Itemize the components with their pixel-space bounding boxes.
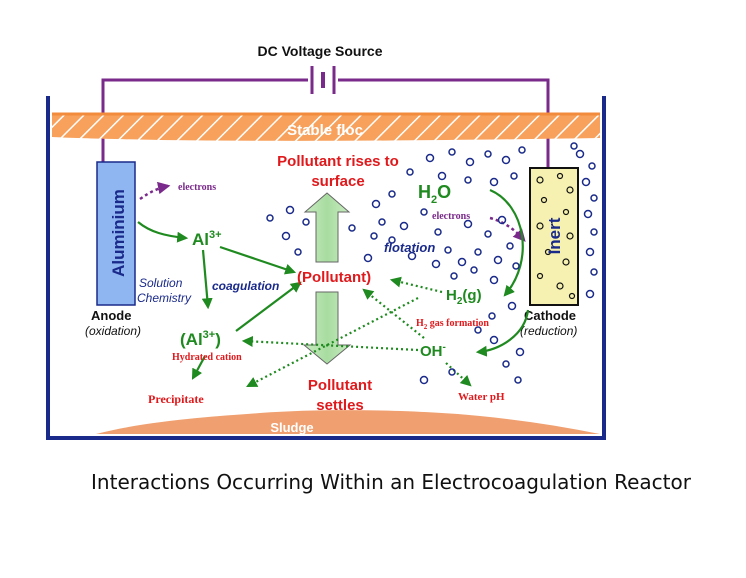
rise-arrow (303, 192, 351, 263)
gas-bubbles (266, 142, 598, 385)
solution-chemistry-label-line2: Chemistry (137, 291, 192, 305)
h2-gas-formation-label: H2 gas formation (416, 318, 489, 331)
coagulation-label: coagulation (212, 279, 279, 293)
anode-label: Anode (91, 308, 131, 323)
hydroxide-label: OH- (420, 342, 446, 360)
settles-label-line2: settles (316, 397, 364, 414)
cathode-electrode (529, 167, 579, 306)
anode-electrons-label: electrons (178, 182, 216, 193)
h2-gas-label: H2(g) (446, 287, 482, 307)
stable-floc-layer (52, 114, 600, 141)
anode-electrons-arrow (139, 181, 171, 201)
anode-role: (oxidation) (85, 324, 141, 338)
precipitate-label: Precipitate (148, 392, 204, 406)
cathode-electrode-label: Inert (545, 217, 564, 254)
solution-chemistry-label-line1: Solution (139, 276, 183, 290)
figure-caption: Interactions Occurring Within an Electro… (91, 470, 691, 494)
hydrated-al3-label: (Al3+) (180, 329, 221, 349)
flotation-label: flotation (384, 240, 435, 255)
dotted-interaction-arrows (241, 276, 472, 388)
cathode-bubbles (536, 172, 576, 300)
voltage-source-label: DC Voltage Source (258, 43, 383, 59)
cathode-label: Cathode (524, 308, 576, 323)
hydrated-cation-label: Hydrated cation (172, 352, 242, 363)
settle-arrow (302, 291, 352, 365)
anode-electrode (96, 161, 136, 306)
cathode-role: (reduction) (520, 324, 577, 338)
al3-ion-label: Al3+ (192, 229, 222, 249)
reaction-arrows (137, 188, 530, 380)
water-ph-label: Water pH (458, 391, 505, 403)
sludge-layer (96, 410, 600, 434)
rises-label-line2: surface (311, 173, 364, 190)
cathode-electrons-label: electrons (432, 211, 470, 222)
anode-electrode-label: Aluminium (109, 189, 128, 277)
rises-label-line1: Pollutant rises to (277, 153, 399, 170)
sludge-label: Sludge (270, 420, 313, 435)
settles-label-line1: Pollutant (308, 377, 372, 394)
pollutant-label: (Pollutant) (297, 269, 371, 286)
stable-floc-label: Stable floc (287, 122, 363, 139)
h2o-label: H2O (418, 182, 451, 206)
tank-walls (46, 96, 606, 440)
